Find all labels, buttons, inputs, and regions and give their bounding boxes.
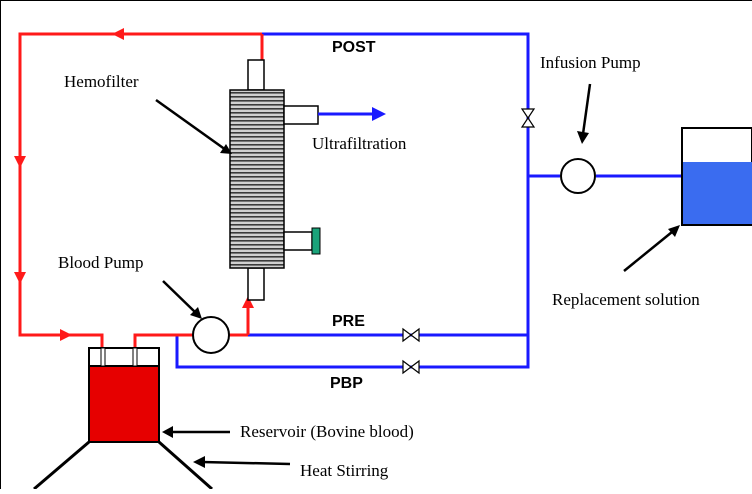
blood-pump-label: Blood Pump bbox=[58, 253, 144, 272]
ultrafiltration-label: Ultrafiltration bbox=[312, 134, 407, 153]
blood-pump bbox=[192, 316, 230, 354]
blood-pump-pointer bbox=[162, 280, 197, 314]
reservoir-blood bbox=[88, 365, 160, 443]
post-valve bbox=[520, 108, 536, 128]
ultrafiltrate-port bbox=[283, 105, 319, 125]
infusion-pump-label: Infusion Pump bbox=[540, 53, 641, 72]
lower-side-port bbox=[283, 231, 313, 251]
blood-flow-arrows bbox=[14, 28, 254, 341]
heat-stirring-label: Heat Stirring bbox=[300, 461, 389, 480]
hemofilter-top-port bbox=[247, 59, 265, 91]
heat-stirring-pointer bbox=[201, 460, 291, 466]
replacement-pointer bbox=[623, 231, 673, 272]
reservoir-lid bbox=[88, 347, 160, 367]
pbp-valve bbox=[402, 359, 420, 375]
blood-circuit bbox=[18, 32, 264, 348]
replacement-tank bbox=[681, 127, 752, 226]
lower-port-cap bbox=[311, 227, 321, 255]
replacement-fluid bbox=[683, 162, 752, 224]
heat-stirring-stand bbox=[33, 440, 213, 491]
reservoir-label: Reservoir (Bovine blood) bbox=[240, 422, 414, 441]
infusion-pump-pointer bbox=[581, 83, 592, 135]
pointer-arrows bbox=[155, 83, 680, 468]
hemofilter-bottom-port bbox=[247, 267, 265, 301]
pre-valve bbox=[402, 327, 420, 343]
reservoir bbox=[88, 347, 160, 443]
hemofilter-body bbox=[229, 89, 285, 269]
hemofilter-label: Hemofilter bbox=[64, 72, 139, 91]
pre-label: PRE bbox=[332, 313, 365, 330]
pbp-label: PBP bbox=[330, 375, 363, 392]
infusion-pump bbox=[560, 158, 596, 194]
hemofilter bbox=[229, 59, 321, 301]
post-label: POST bbox=[332, 39, 376, 56]
hemofilter-pointer bbox=[155, 98, 227, 152]
post-line bbox=[262, 32, 530, 335]
pbp-line bbox=[175, 335, 530, 369]
ultrafiltration-arrow bbox=[372, 107, 386, 121]
replacement-solution-label: Replacement solution bbox=[552, 290, 700, 309]
